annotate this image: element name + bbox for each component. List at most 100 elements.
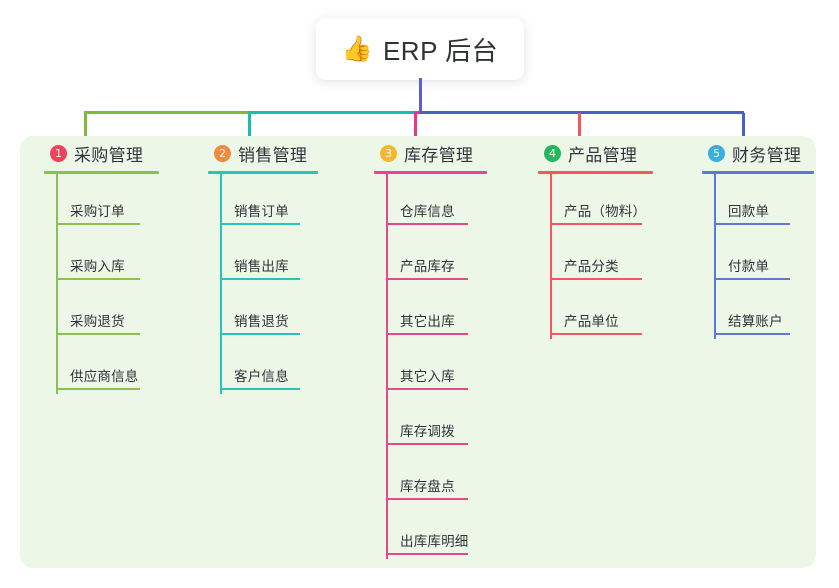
branch-underline (208, 171, 318, 174)
branch-title: 采购管理 (74, 145, 144, 165)
leaf-item-underline (386, 223, 468, 225)
branch-underline (44, 171, 159, 174)
connector-drop-4 (578, 113, 581, 143)
leaf-item-label: 其它入库 (400, 369, 455, 384)
leaf-item[interactable]: 供应商信息 (32, 339, 159, 394)
leaf-item-label: 付款单 (728, 259, 770, 274)
leaf-item[interactable]: 库存盘点 (362, 449, 487, 504)
branch-item-list: 产品（物料） 产品分类产品单位 (526, 174, 653, 339)
root-node[interactable]: 👍 ERP 后台 (316, 18, 524, 80)
leaf-item-label: 采购订单 (70, 204, 125, 219)
root-node-title: ERP 后台 (382, 35, 499, 66)
branch-underline (538, 171, 653, 174)
leaf-item[interactable]: 结算账户 (690, 284, 814, 339)
leaf-item-underline (386, 278, 468, 280)
connector-drop-3 (414, 113, 417, 143)
leaf-item-label: 回款单 (728, 204, 770, 219)
leaf-item-label: 供应商信息 (70, 369, 139, 384)
leaf-item-underline (220, 388, 300, 390)
branch-number-badge: 2 (214, 144, 231, 162)
branch-header-2[interactable]: 2 销售管理 (196, 140, 318, 166)
leaf-item[interactable]: 其它出库 (362, 284, 487, 339)
connector-drop-5 (742, 113, 745, 143)
leaf-item-underline (386, 388, 468, 390)
leaf-item-underline (714, 223, 790, 225)
branch-column-3: 3 库存管理仓库信息产品库存其它出库其它入库库存调拨库存盘点出库库明细 (362, 140, 487, 559)
leaf-item-underline (714, 333, 790, 335)
leaf-item[interactable]: 产品单位 (526, 284, 653, 339)
leaf-item-label: 库存盘点 (400, 479, 455, 494)
connector-drop-1 (84, 113, 87, 143)
connector-bar-segment-3 (414, 111, 420, 114)
leaf-item-label: 销售订单 (234, 204, 289, 219)
leaf-item-label: 客户信息 (234, 369, 289, 384)
leaf-item[interactable]: 回款单 (690, 174, 814, 229)
leaf-item-underline (220, 333, 300, 335)
leaf-item-label: 销售出库 (234, 259, 289, 274)
leaf-item[interactable]: 采购订单 (32, 174, 159, 229)
branch-title: 库存管理 (404, 145, 474, 165)
connector-trunk (419, 78, 422, 114)
leaf-item[interactable]: 销售订单 (196, 174, 318, 229)
leaf-item-label: 出库库明细 (400, 534, 469, 549)
branch-underline (702, 171, 814, 174)
leaf-item-label: 库存调拨 (400, 424, 455, 439)
branch-header-3[interactable]: 3 库存管理 (362, 140, 487, 166)
leaf-item-label: 销售退货 (234, 314, 289, 329)
branch-item-list: 销售订单销售出库销售退货客户信息 (196, 174, 318, 394)
leaf-item[interactable]: 产品库存 (362, 229, 487, 284)
branch-header-1[interactable]: 1 采购管理 (32, 140, 159, 166)
leaf-item[interactable]: 销售出库 (196, 229, 318, 284)
connector-bar-segment-5 (578, 111, 744, 114)
leaf-item[interactable]: 库存调拨 (362, 394, 487, 449)
leaf-item[interactable]: 采购入库 (32, 229, 159, 284)
branch-number-badge: 1 (50, 144, 67, 162)
branch-number-badge: 4 (544, 144, 561, 162)
branch-spine (550, 174, 552, 339)
thumbs-up-icon: 👍 (341, 34, 373, 63)
branch-title: 销售管理 (238, 145, 308, 165)
leaf-item-label: 结算账户 (728, 314, 783, 329)
branch-column-1: 1 采购管理采购订单采购入库采购退货供应商信息 (32, 140, 159, 394)
leaf-item-underline (386, 443, 468, 445)
leaf-item[interactable]: 付款单 (690, 229, 814, 284)
leaf-item-label: 采购入库 (70, 259, 125, 274)
leaf-item[interactable]: 其它入库 (362, 339, 487, 394)
leaf-item-underline (56, 333, 140, 335)
branch-number-badge: 3 (380, 144, 397, 162)
leaf-item-underline (56, 278, 140, 280)
leaf-item-label: 产品（物料） (564, 204, 647, 219)
branch-number-badge: 5 (708, 144, 725, 162)
branch-item-list: 采购订单采购入库采购退货供应商信息 (32, 174, 159, 394)
leaf-item[interactable]: 客户信息 (196, 339, 318, 394)
leaf-item-underline (56, 223, 140, 225)
branch-spine (386, 174, 388, 559)
leaf-item-label: 产品分类 (564, 259, 619, 274)
leaf-item[interactable]: 产品分类 (526, 229, 653, 284)
branch-spine (56, 174, 58, 394)
branch-item-list: 仓库信息产品库存其它出库其它入库库存调拨库存盘点出库库明细 (362, 174, 487, 559)
leaf-item-label: 其它出库 (400, 314, 455, 329)
leaf-item[interactable]: 仓库信息 (362, 174, 487, 229)
leaf-item-label: 采购退货 (70, 314, 125, 329)
connector-bar-segment-4 (420, 111, 578, 114)
leaf-item-underline (550, 333, 642, 335)
leaf-item[interactable]: 产品（物料） (526, 174, 653, 229)
leaf-item[interactable]: 采购退货 (32, 284, 159, 339)
branch-item-list: 回款单付款单结算账户 (690, 174, 814, 339)
branches-panel (20, 136, 816, 568)
leaf-item-underline (56, 388, 140, 390)
leaf-item-label: 仓库信息 (400, 204, 455, 219)
connector-bar-segment-1 (84, 111, 248, 114)
leaf-item[interactable]: 出库库明细 (362, 504, 487, 559)
leaf-item-underline (386, 553, 468, 555)
connector-bar-segment-2 (248, 111, 414, 114)
leaf-item[interactable]: 销售退货 (196, 284, 318, 339)
leaf-item-underline (220, 278, 300, 280)
branch-underline (374, 171, 487, 174)
